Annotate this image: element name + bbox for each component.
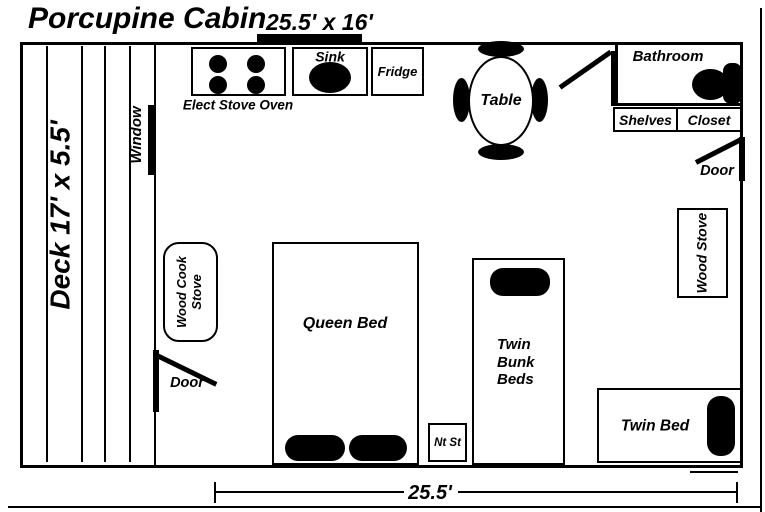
closet-label: Closet [687, 111, 731, 128]
burner-icon [247, 76, 265, 94]
nightstand-box: Nt St [428, 423, 467, 462]
wall-segment [690, 471, 738, 473]
pillow-icon [285, 435, 345, 461]
toilet-icon [692, 69, 729, 100]
deck-label: Deck 17' x 5.5' [44, 120, 76, 310]
wood-cook-stove-box [163, 242, 218, 342]
chair-icon [531, 78, 548, 122]
stove-box [191, 47, 286, 96]
wood-cook-stove-label: Wood Cook Stove [174, 256, 204, 328]
fridge-box: Fridge [371, 47, 424, 96]
pillow-icon [707, 396, 735, 456]
wood-stove-label: Wood Stove [693, 212, 710, 294]
dimension-tick [214, 482, 216, 503]
cabin-size-label: 25.5' x 16' [266, 9, 373, 35]
shelves-box: Shelves [613, 107, 678, 132]
bunk-bed-label: Twin Bunk Beds [497, 336, 535, 389]
burner-icon [209, 55, 227, 73]
stove-label: Elect Stove Oven [182, 97, 294, 113]
chair-icon [478, 41, 524, 57]
twin-bed-label: Twin Bed [620, 417, 690, 435]
page-frame-bottom [8, 506, 762, 508]
page-frame-right [760, 8, 762, 512]
deck-plank-line [129, 46, 131, 462]
right-door-label: Door [700, 163, 734, 180]
burner-icon [247, 55, 265, 73]
table-label: Table [480, 92, 522, 110]
window-marker [148, 105, 155, 175]
dimension-label: 25.5' [408, 482, 452, 504]
dimension-line [458, 491, 736, 493]
dimension-line [216, 491, 404, 493]
top-window-marker [257, 34, 362, 44]
deck-plank-line [104, 46, 106, 462]
cabin-left-wall [154, 44, 156, 466]
dimension-tick [736, 482, 738, 503]
bathroom-door-jamb [611, 51, 616, 106]
window-label: Window [127, 106, 145, 164]
sink-label: Sink [315, 48, 345, 65]
queen-bed-box [272, 242, 419, 465]
chair-icon [453, 78, 470, 122]
deck-plank-line [46, 46, 48, 462]
bathroom-label: Bathroom [632, 47, 704, 65]
toilet-tank-icon [723, 63, 742, 104]
burner-icon [209, 76, 227, 94]
sink-basin-icon [309, 62, 351, 93]
closet-box: Closet [676, 107, 742, 132]
chair-icon [478, 144, 524, 160]
right-door-jamb [739, 137, 745, 181]
shelves-label: Shelves [619, 111, 672, 128]
fridge-label: Fridge [377, 64, 418, 79]
nightstand-label: Nt St [434, 436, 461, 449]
deck-plank-line [81, 46, 83, 462]
left-door-label: Door [170, 375, 204, 392]
pillow-icon [349, 435, 407, 461]
queen-bed-label: Queen Bed [302, 315, 388, 333]
dining-table [468, 56, 534, 146]
wood-stove-box [677, 208, 728, 298]
pillow-icon [490, 268, 550, 296]
page-title: Porcupine Cabin [28, 2, 267, 35]
left-door-jamb [153, 350, 159, 412]
